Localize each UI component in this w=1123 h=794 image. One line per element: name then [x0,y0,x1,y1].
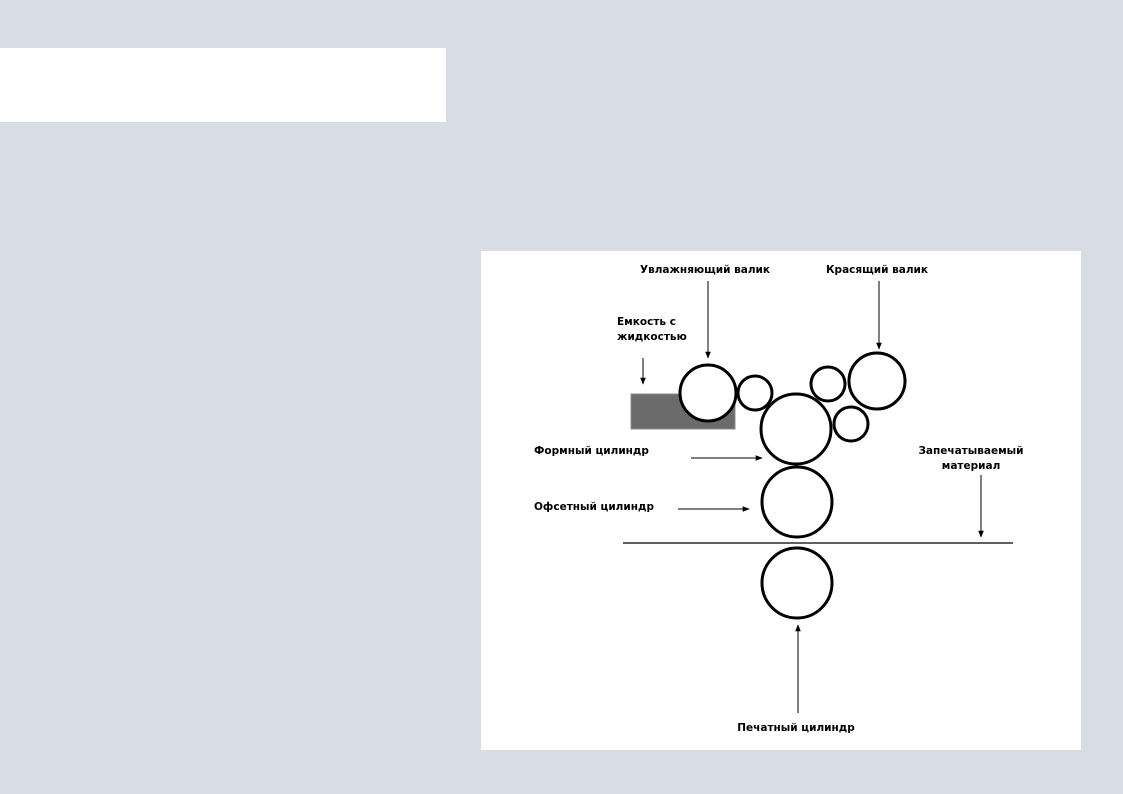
dampening-transfer-roller [736,374,774,412]
fluid-container-label-line1: Емкость с [617,316,676,328]
ink-transfer-roller-bottom [832,405,870,443]
substrate-label-line1: Запечатываемый [918,445,1023,457]
slide-title-box [0,48,446,122]
ink-transfer-roller-top [809,365,847,403]
offset-cylinder [760,465,834,539]
offset-printing-diagram: Увлажняющий валик Красящий валик Емкость… [481,251,1081,750]
fluid-container-label-line2: жидкостью [617,331,687,343]
ink-roller [847,351,907,411]
impression-cylinder-label: Печатный цилиндр [737,722,855,734]
impression-cylinder [760,546,834,620]
diagram-svg: Увлажняющий валик Красящий валик Емкость… [534,264,1024,734]
dampening-roller-label: Увлажняющий валик [640,264,770,276]
substrate-label-line2: материал [942,460,1001,472]
plate-cylinder [759,392,833,466]
dampening-roller [678,363,738,423]
ink-roller-label: Красящий валик [826,264,928,276]
offset-cylinder-label: Офсетный цилиндр [534,501,654,513]
plate-cylinder-label: Формный цилиндр [534,445,649,457]
